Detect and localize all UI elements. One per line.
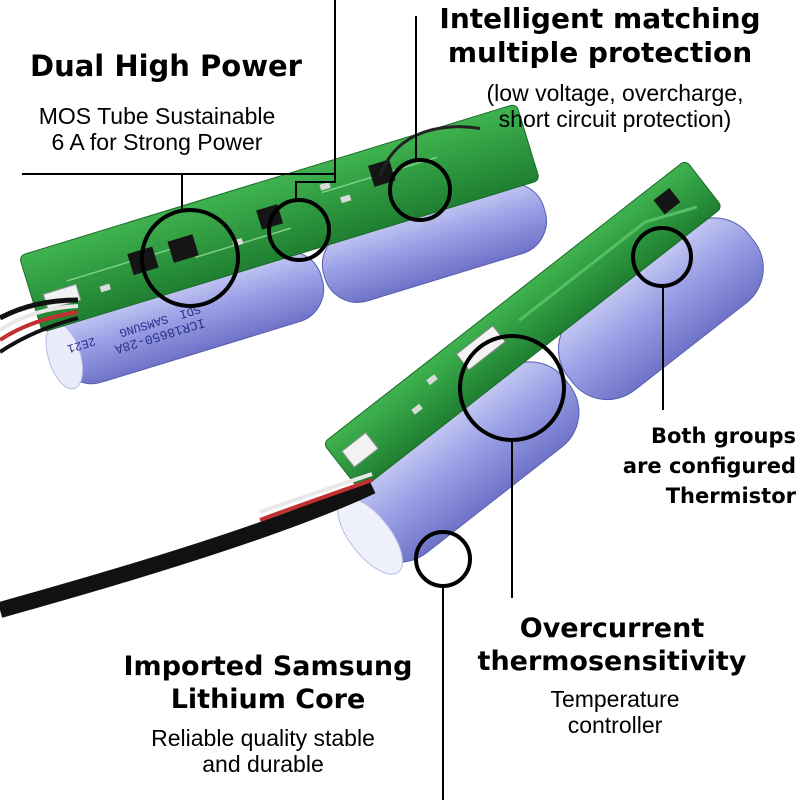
protection-desc-line1: (low voltage, overcharge, xyxy=(486,80,744,106)
circle-mos-dual xyxy=(140,208,240,308)
thermistor-line3: Thermistor xyxy=(665,483,796,508)
thermistor-line1: Both groups xyxy=(650,424,796,448)
lower-wire-bundle xyxy=(0,478,376,618)
samsung-title-line2: Lithium Core xyxy=(170,684,366,716)
samsung-desc: Reliable quality stable and durable xyxy=(108,725,418,778)
protection-desc-line2: short circuit protection) xyxy=(498,106,732,133)
circle-mos-single xyxy=(267,198,331,262)
highlight-circles xyxy=(140,158,693,588)
thermistor-line2: are configured xyxy=(622,453,796,478)
overcurrent-title-line1: Overcurrent xyxy=(519,613,705,644)
upper-wire-bundle xyxy=(0,297,79,321)
protection-title-line2: multiple protection xyxy=(447,36,753,70)
samsung-desc-line1: Reliable quality stable xyxy=(151,725,375,751)
dual-power-title-text: Dual High Power xyxy=(30,49,302,83)
samsung-desc-line2: and durable xyxy=(202,751,324,778)
dual-power-title: Dual High Power xyxy=(6,49,326,83)
dual-power-desc: MOS Tube Sustainable 6 A for Strong Powe… xyxy=(2,103,312,156)
dual-power-desc-line2: 6 A for Strong Power xyxy=(51,129,263,156)
protection-desc: (low voltage, overcharge, short circuit … xyxy=(430,80,800,133)
circle-protection-ic xyxy=(388,158,452,222)
protection-title-line1: Intelligent matching xyxy=(439,2,761,35)
lower-battery-pack xyxy=(0,161,764,618)
protection-title: Intelligent matching multiple protection xyxy=(400,2,800,70)
overcurrent-desc: Temperature controller xyxy=(480,686,750,739)
lower-pcb-board xyxy=(325,161,721,489)
thermistor-chip xyxy=(653,187,681,215)
overcurrent-desc-line1: Temperature xyxy=(550,686,680,712)
overcurrent-desc-line2: controller xyxy=(567,712,663,739)
overcurrent-title: Overcurrent thermosensitivity xyxy=(446,612,778,679)
samsung-title-line1: Imported Samsung xyxy=(123,651,413,682)
dual-power-desc-line1: MOS Tube Sustainable xyxy=(38,103,276,129)
mos-chip-2 xyxy=(167,234,199,263)
thermistor-label: Both groups are configured Thermistor xyxy=(560,422,796,511)
callout-lines xyxy=(22,0,664,800)
overcurrent-title-line2: thermosensitivity xyxy=(477,646,747,678)
lower-connector xyxy=(341,432,379,468)
samsung-title: Imported Samsung Lithium Core xyxy=(88,650,448,717)
